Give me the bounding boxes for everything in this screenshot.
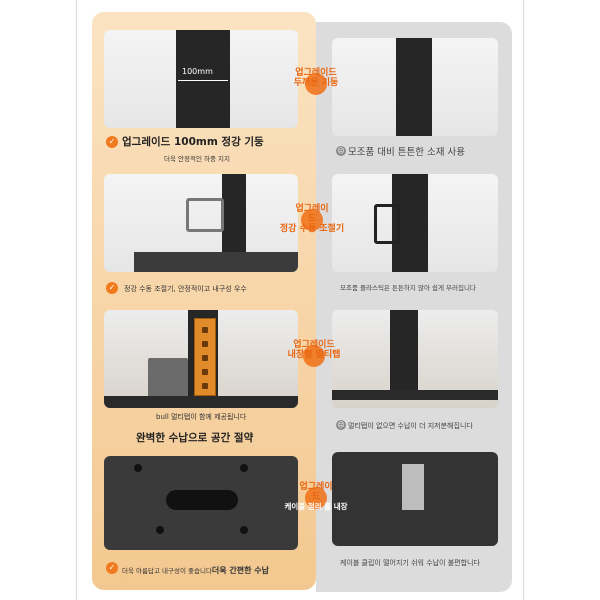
base-plate [332,390,498,400]
dimension-label: 100mm [182,67,213,76]
screw-hole [240,526,248,534]
check-circle-icon: ✓ [106,136,118,148]
cable-hole-caption: 더욱 아름답고 내구성이 좋습니다더욱 간편한 수납 [122,565,269,576]
plastic-crank-caption: 모조품 플라스틱은 튼튼하지 않아 쉽게 부러집니다 [340,284,476,292]
badge-dot [303,345,325,367]
check-circle-icon: ✓ [106,282,118,294]
badge-line: 두꺼운 기둥 [293,78,339,88]
plug-slot [202,341,208,347]
base-plate [134,252,298,272]
cable-clip-caption: 케이블 클립이 떨어지기 쉬워 수납이 불편합니다 [340,559,480,567]
check-circle-icon: ✓ [106,562,118,574]
base-plate [104,396,298,408]
plug-slot [202,369,208,375]
screw-hole [156,526,164,534]
badge-line: 드 [311,492,321,502]
multitap-caption: bull 멀티탭이 함께 제공됩니다 [156,413,247,421]
storage-title: 완벽한 수납으로 공간 절약 [136,432,254,444]
upgrade-badge-steel-crank: 업그레이 드 정강 수동 조절기 [270,204,354,236]
screw-hole [134,464,142,472]
plug-slot [202,355,208,361]
upgrade-badge-thick-pole: 업그레이드 두꺼운 기둥 [274,68,358,100]
cable-hole [166,490,238,510]
upgrade-badge-cable-hole: 업그레이 드 케이블 정리 홀 내장 [274,482,358,514]
left-cable-hole-photo [104,456,298,550]
screw-hole [240,464,248,472]
thick-pole [176,30,230,128]
left-multitap-photo [104,310,298,408]
page-frame [76,0,524,600]
right-multitap-photo [332,310,498,408]
right-cable-clip-photo [332,452,498,546]
badge-dot [301,209,323,231]
badge-dot [305,73,327,95]
badge-line: 업그레이드 [293,340,335,350]
plug-slot [202,383,208,389]
thin-pole [396,38,432,136]
pole-subtitle: 더욱 안정적인 하중 지지 [164,155,230,163]
badge-line: 드 [307,214,317,224]
device-box [148,358,188,398]
plug-slot [202,327,208,333]
left-pole-photo: 100mm [104,30,298,128]
steel-crank-icon [186,198,224,232]
imitation-material-caption: 모조품 대비 튼튼한 소재 사용 [348,147,465,158]
crank-caption: 정강 수동 조절기, 안정적이고 내구성 우수 [124,285,247,293]
dimension-line [178,80,228,81]
left-crank-photo [104,174,298,272]
badge-line: 업그레이 [299,482,333,492]
right-crank-photo [332,174,498,272]
badge-line: 정강 수동 조절기 [279,224,345,234]
multitap-icon [194,318,216,396]
pole [390,310,418,392]
cable-hole-caption-text: 더욱 아름답고 내구성이 좋습니다 [122,567,212,575]
cable-clip-icon [402,464,424,510]
badge-line: 내장형 멀티탭 [287,350,341,360]
right-pole-photo [332,38,498,136]
no-multitap-caption: 멀티탭이 없으면 수납이 더 지저분해집니다 [348,422,473,430]
badge-line: 업그레이 [295,204,329,214]
badge-line: 업그레이드 [295,68,337,78]
plastic-crank-icon [374,204,400,244]
badge-line: 케이블 정리 홀 내장 [284,502,348,511]
pole-title: 업그레이드 100mm 정강 기둥 [122,136,264,148]
upgrade-badge-multitap: 업그레이드 내장형 멀티탭 [272,340,356,372]
sad-face-icon: ☹ [336,146,346,156]
sad-face-icon: ☹ [336,420,346,430]
cable-hole-caption-tail: 더욱 간편한 수납 [211,566,270,575]
badge-dot [305,487,327,509]
